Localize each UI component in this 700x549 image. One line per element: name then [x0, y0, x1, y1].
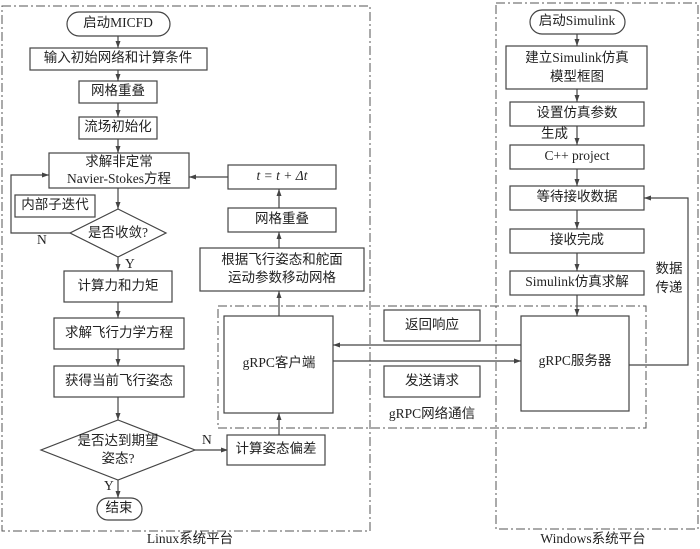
wait-data-label: 等待接收数据	[537, 188, 618, 204]
generate-label: 生成	[541, 126, 568, 141]
move-grid-label-1: 根据飞行姿态和舵面	[221, 252, 343, 267]
target-no-label: N	[202, 432, 212, 447]
force-moment-box	[63, 270, 173, 303]
sim-params-box	[509, 101, 645, 127]
start-simulink-label: 启动Simulink	[539, 13, 616, 28]
converged-yes-label: Y	[125, 256, 135, 271]
grpc-network-boundary	[217, 305, 647, 429]
end-terminal	[96, 497, 143, 521]
build-model-label-1: 建立Simulink仿真	[525, 50, 629, 65]
grpc-client-label: gRPC客户端	[243, 354, 316, 370]
attitude-deviation-box	[226, 434, 326, 466]
end-label: 结束	[106, 500, 133, 515]
time-step-box	[227, 164, 337, 190]
receive-complete-label: 接收完成	[550, 231, 604, 247]
receive-complete-box	[509, 228, 645, 254]
response-label: 返回响应	[405, 316, 459, 332]
move-grid-label-2: 运动参数移动网格	[228, 269, 336, 285]
grpc-server-label: gRPC服务器	[539, 353, 612, 368]
cpp-project-label: C++ project	[544, 148, 609, 163]
input-label: 输入初始网络和计算条件	[44, 49, 193, 65]
response-box	[383, 309, 481, 342]
data-transfer-label-1: 数据	[656, 261, 683, 276]
solve-ns-label-2: Navier-Stokes方程	[67, 171, 171, 186]
windows-platform-boundary	[495, 2, 699, 530]
target-attitude-label-1: 是否达到期望	[78, 433, 159, 448]
linux-platform-label: Linux系统平台	[147, 531, 233, 546]
start-micfd-label: 启动MICFD	[83, 15, 153, 30]
grpc-server-box	[520, 315, 630, 412]
cpp-project-box	[509, 144, 645, 170]
flight-equation-label: 求解飞行力学方程	[65, 325, 173, 340]
inner-iteration-label: 内部子迭代	[21, 197, 89, 212]
current-attitude-box	[53, 365, 185, 398]
linux-platform-boundary	[1, 5, 371, 532]
current-attitude-label: 获得当前飞行姿态	[65, 372, 173, 388]
flight-equation-box	[53, 317, 185, 350]
flow-init-label: 流场初始化	[84, 118, 152, 134]
grid-overlap-2-box	[227, 207, 337, 233]
grpc-network-label: gRPC网络通信	[389, 406, 475, 421]
simulink-solve-label: Simulink仿真求解	[525, 274, 629, 289]
converged-label: 是否收敛?	[88, 225, 148, 240]
attitude-deviation-label: 计算姿态偏差	[236, 441, 317, 456]
build-model-box	[505, 45, 648, 90]
converged-no-label: N	[37, 232, 47, 247]
time-step-label: t = t + Δt	[257, 168, 309, 183]
target-attitude-decision	[39, 419, 197, 481]
sim-params-label: 设置仿真参数	[537, 104, 618, 120]
grid-overlap-2-label: 网格重叠	[255, 211, 309, 226]
data-transfer-arrow	[629, 195, 689, 366]
solve-ns-label-1: 求解非定常	[85, 154, 153, 169]
request-box	[383, 365, 481, 398]
data-transfer-label-2: 传递	[656, 280, 684, 295]
solve-ns-box	[48, 152, 190, 189]
request-label: 发送请求	[405, 373, 459, 388]
build-model-label-2: 模型框图	[550, 69, 604, 84]
inner-iteration-box	[14, 194, 96, 218]
windows-platform-label: Windows系统平台	[540, 531, 645, 546]
force-moment-label: 计算力和力矩	[78, 278, 159, 293]
target-attitude-label-2: 姿态?	[102, 451, 135, 466]
grid-overlap-label: 网格重叠	[91, 83, 145, 98]
grpc-client-box	[223, 315, 334, 414]
move-grid-box	[199, 247, 365, 292]
loop-back-arrow	[10, 172, 70, 234]
target-yes-label: Y	[104, 478, 114, 493]
